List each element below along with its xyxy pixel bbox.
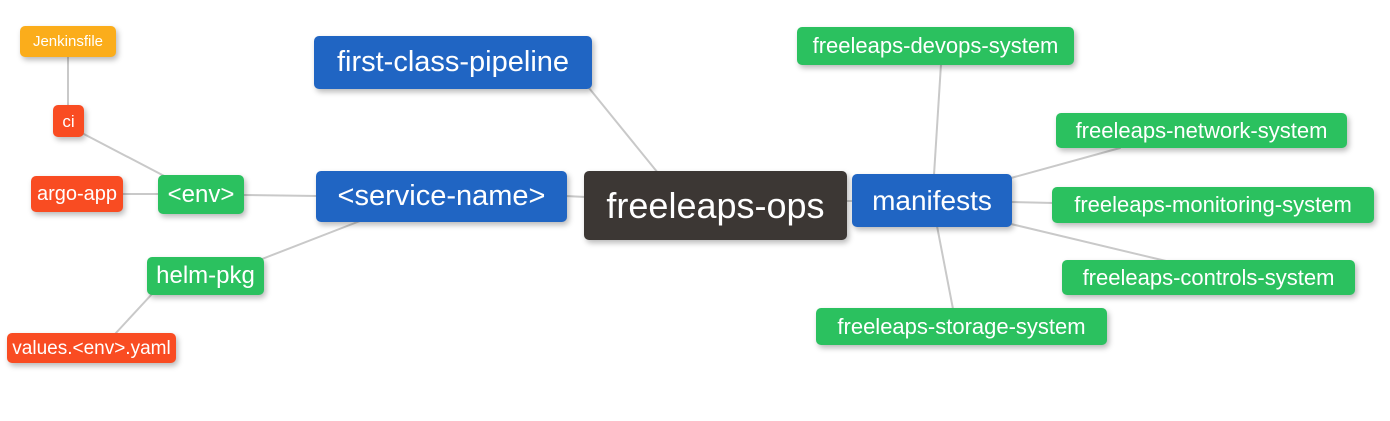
edge-ci-to-env	[79, 131, 171, 180]
node-argo-app[interactable]: argo-app	[31, 176, 123, 212]
node-manifests[interactable]: manifests	[852, 174, 1012, 227]
edge-manifests-to-monitoring-system	[1010, 201, 1055, 204]
node-first-class-pipeline[interactable]: first-class-pipeline	[314, 36, 592, 89]
node-values-env-yaml[interactable]: values.<env>.yaml	[7, 333, 176, 363]
node-env[interactable]: <env>	[158, 175, 244, 214]
node-freeleaps-ops[interactable]: freeleaps-ops	[584, 171, 847, 240]
node-service-name[interactable]: <service-name>	[316, 171, 567, 222]
node-ci[interactable]: ci	[53, 105, 84, 137]
edge-manifests-to-network-system	[1010, 147, 1121, 179]
node-helm-pkg[interactable]: helm-pkg	[147, 257, 264, 295]
edge-manifests-to-storage-system	[936, 225, 954, 310]
node-jenkinsfile[interactable]: Jenkinsfile	[20, 26, 116, 57]
edge-values-env-yaml-to-helm-pkg	[114, 293, 153, 335]
node-storage-system[interactable]: freeleaps-storage-system	[816, 308, 1107, 345]
edge-helm-pkg-to-service-name	[261, 220, 361, 260]
edge-manifests-to-controls-system	[1010, 223, 1167, 262]
edge-first-class-pipeline-to-freeleaps-ops	[588, 87, 659, 174]
edge-env-to-service-name	[242, 194, 319, 197]
node-devops-system[interactable]: freeleaps-devops-system	[797, 27, 1074, 65]
edge-service-name-to-freeleaps-ops	[564, 195, 587, 198]
node-network-system[interactable]: freeleaps-network-system	[1056, 113, 1347, 148]
node-controls-system[interactable]: freeleaps-controls-system	[1062, 260, 1355, 295]
edge-manifests-to-devops-system	[933, 63, 942, 176]
node-monitoring-system[interactable]: freeleaps-monitoring-system	[1052, 187, 1374, 223]
